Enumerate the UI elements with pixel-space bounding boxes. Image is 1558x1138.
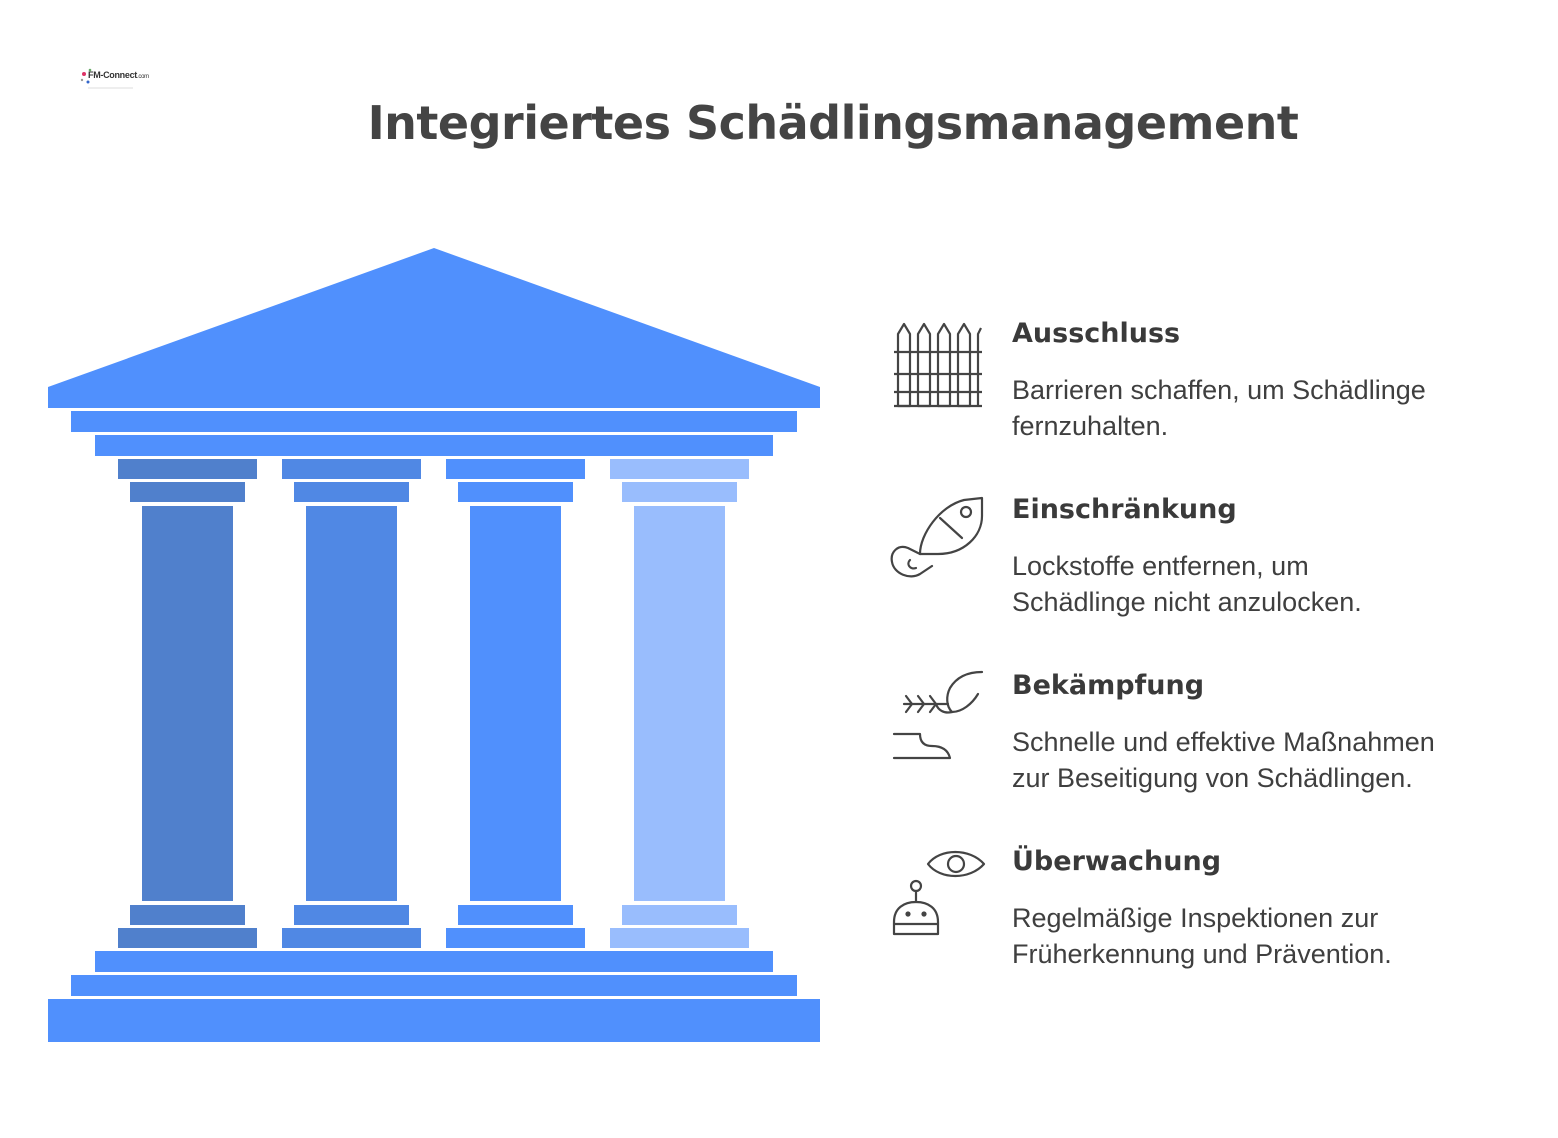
pillar-3 [446, 459, 585, 948]
temple-base-lower [48, 999, 820, 1042]
item-heading: Überwachung [1012, 846, 1222, 877]
item-heading: Einschränkung [1012, 494, 1237, 525]
fence-icon [894, 322, 982, 408]
pillar-4 [610, 459, 749, 948]
temple-roof [48, 248, 820, 408]
temple-base-upper [95, 951, 773, 972]
item-description: Regelmäßige Inspektionen zur Früherkennu… [1012, 903, 1392, 969]
temple-entablature-upper [71, 411, 797, 432]
page-title: Integriertes Schädlingsmanagement [367, 96, 1299, 150]
item-heading: Bekämpfung [1012, 670, 1205, 701]
pillar-2 [282, 459, 421, 948]
logo-graphic [80, 68, 133, 89]
temple-illustration [48, 248, 820, 1042]
fish-hook-icon [890, 496, 984, 578]
item-description: Lockstoffe entfernen, um Schädlinge nich… [1012, 551, 1362, 617]
item-description: Schnelle und effektive Maßnahmen zur Bes… [1012, 727, 1435, 793]
item-description: Barrieren schaffen, um Schädlinge fernzu… [1012, 375, 1426, 441]
pillar-1 [118, 459, 257, 948]
logo [78, 64, 138, 92]
temple-base-middle [71, 975, 797, 996]
eye-robot-icon [892, 851, 986, 936]
item-heading: Ausschluss [1012, 318, 1181, 349]
spray-icon [892, 670, 984, 760]
temple-entablature-lower [95, 435, 773, 456]
logo-text: FM-Connect.com [88, 70, 149, 80]
